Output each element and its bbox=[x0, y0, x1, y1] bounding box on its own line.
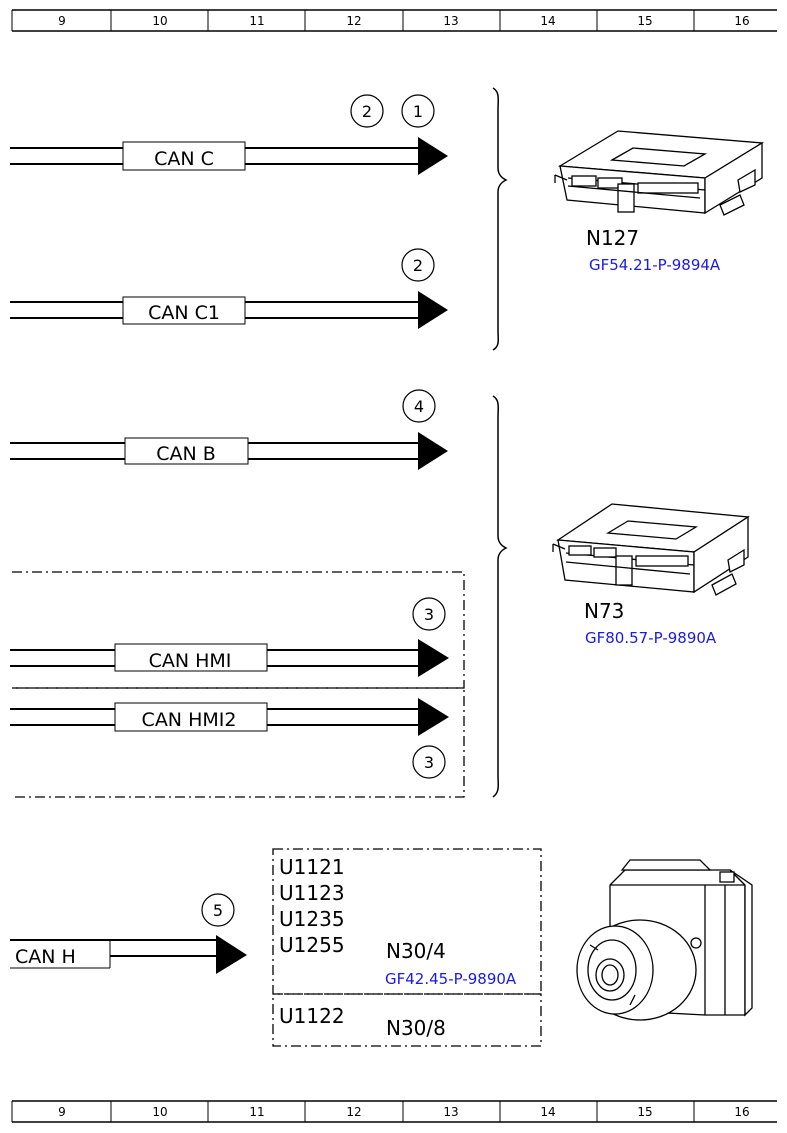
bus-can-c1: CAN C1 bbox=[10, 291, 448, 329]
esp-unit-image bbox=[576, 859, 753, 1021]
grid-label-bottom-10: 10 bbox=[152, 1105, 167, 1119]
callout-3-can-hmi2: 3 bbox=[412, 745, 446, 779]
bus-can-hmi: CAN HMI bbox=[10, 639, 449, 677]
callout-number: 3 bbox=[424, 605, 434, 624]
dashdot-box-n30-8 bbox=[272, 993, 542, 1047]
fault-code-u1122: U1122 bbox=[279, 1004, 345, 1028]
grid-label-top-15: 15 bbox=[637, 14, 652, 28]
brace-n73 bbox=[492, 395, 508, 798]
arrow-head-icon bbox=[418, 137, 448, 175]
grid-label-bottom-9: 9 bbox=[58, 1105, 66, 1119]
grid-label-top-11: 11 bbox=[249, 14, 264, 28]
callout-number: 3 bbox=[424, 753, 434, 772]
grid-label-bottom-13: 13 bbox=[443, 1105, 458, 1119]
control-unit-n127-image bbox=[554, 130, 765, 216]
arrow-head-icon bbox=[216, 935, 247, 974]
arrow-head-icon bbox=[418, 291, 448, 329]
arrow-head-icon bbox=[418, 432, 448, 470]
callout-2-can-c: 2 bbox=[350, 94, 384, 128]
fault-code-u1235: U1235 bbox=[279, 907, 345, 931]
grid-label-bottom-16: 16 bbox=[734, 1105, 749, 1119]
callout-2-can-c1: 2 bbox=[401, 248, 435, 282]
reference-link-n30-4[interactable]: GF42.45-P-9890A bbox=[385, 970, 517, 988]
grid-label-bottom-14: 14 bbox=[540, 1105, 555, 1119]
component-label-n30-4: N30/4 bbox=[386, 939, 446, 963]
callout-number: 2 bbox=[413, 256, 423, 275]
brace-n127 bbox=[492, 87, 508, 351]
grid-label-top-9: 9 bbox=[58, 14, 66, 28]
fault-code-u1123: U1123 bbox=[279, 881, 345, 905]
bus-label-can-c1: CAN C1 bbox=[148, 302, 220, 324]
callout-number: 2 bbox=[362, 102, 372, 121]
bus-can-h: CAN H bbox=[10, 935, 247, 974]
arrow-head-icon bbox=[418, 698, 449, 736]
bus-label-can-hmi: CAN HMI bbox=[149, 650, 232, 672]
callout-number: 4 bbox=[414, 397, 424, 416]
bus-label-can-hmi2: CAN HMI2 bbox=[142, 709, 237, 731]
grid-label-top-16: 16 bbox=[734, 14, 749, 28]
grid-label-top-14: 14 bbox=[540, 14, 555, 28]
bus-can-hmi2: CAN HMI2 bbox=[10, 698, 449, 736]
reference-link-n73[interactable]: GF80.57-P-9890A bbox=[585, 629, 717, 647]
grid-label-bottom-15: 15 bbox=[637, 1105, 652, 1119]
grid-label-bottom-11: 11 bbox=[249, 1105, 264, 1119]
callout-3-can-hmi: 3 bbox=[412, 597, 446, 631]
bus-label-can-h: CAN H bbox=[15, 946, 76, 968]
callout-1-can-c: 1 bbox=[401, 94, 435, 128]
fault-code-u1121: U1121 bbox=[279, 855, 345, 879]
callout-5-can-h: 5 bbox=[201, 893, 235, 927]
bus-label-can-b: CAN B bbox=[156, 443, 216, 465]
arrow-head-icon bbox=[418, 639, 449, 677]
component-label-n127: N127 bbox=[586, 226, 639, 250]
callout-number: 5 bbox=[213, 901, 223, 920]
reference-link-n127[interactable]: GF54.21-P-9894A bbox=[589, 256, 721, 274]
grid-ruler-bottom: 9 10 11 12 13 14 15 16 bbox=[11, 1100, 777, 1123]
component-label-n73: N73 bbox=[584, 599, 624, 623]
grid-label-top-10: 10 bbox=[152, 14, 167, 28]
control-unit-n73-image bbox=[552, 503, 750, 596]
bus-label-can-c: CAN C bbox=[154, 148, 214, 170]
callout-number: 1 bbox=[413, 102, 423, 121]
callout-4-can-b: 4 bbox=[402, 389, 436, 423]
grid-ruler-top: 9 10 11 12 13 14 15 16 bbox=[11, 9, 777, 32]
grid-label-bottom-12: 12 bbox=[346, 1105, 361, 1119]
grid-label-top-13: 13 bbox=[443, 14, 458, 28]
grid-label-top-12: 12 bbox=[346, 14, 361, 28]
dashdot-box-can-hmi2 bbox=[12, 687, 465, 798]
bus-can-c: CAN C bbox=[10, 137, 448, 175]
fault-code-u1255: U1255 bbox=[279, 933, 345, 957]
component-label-n30-8: N30/8 bbox=[386, 1016, 446, 1040]
bus-can-b: CAN B bbox=[10, 432, 448, 470]
